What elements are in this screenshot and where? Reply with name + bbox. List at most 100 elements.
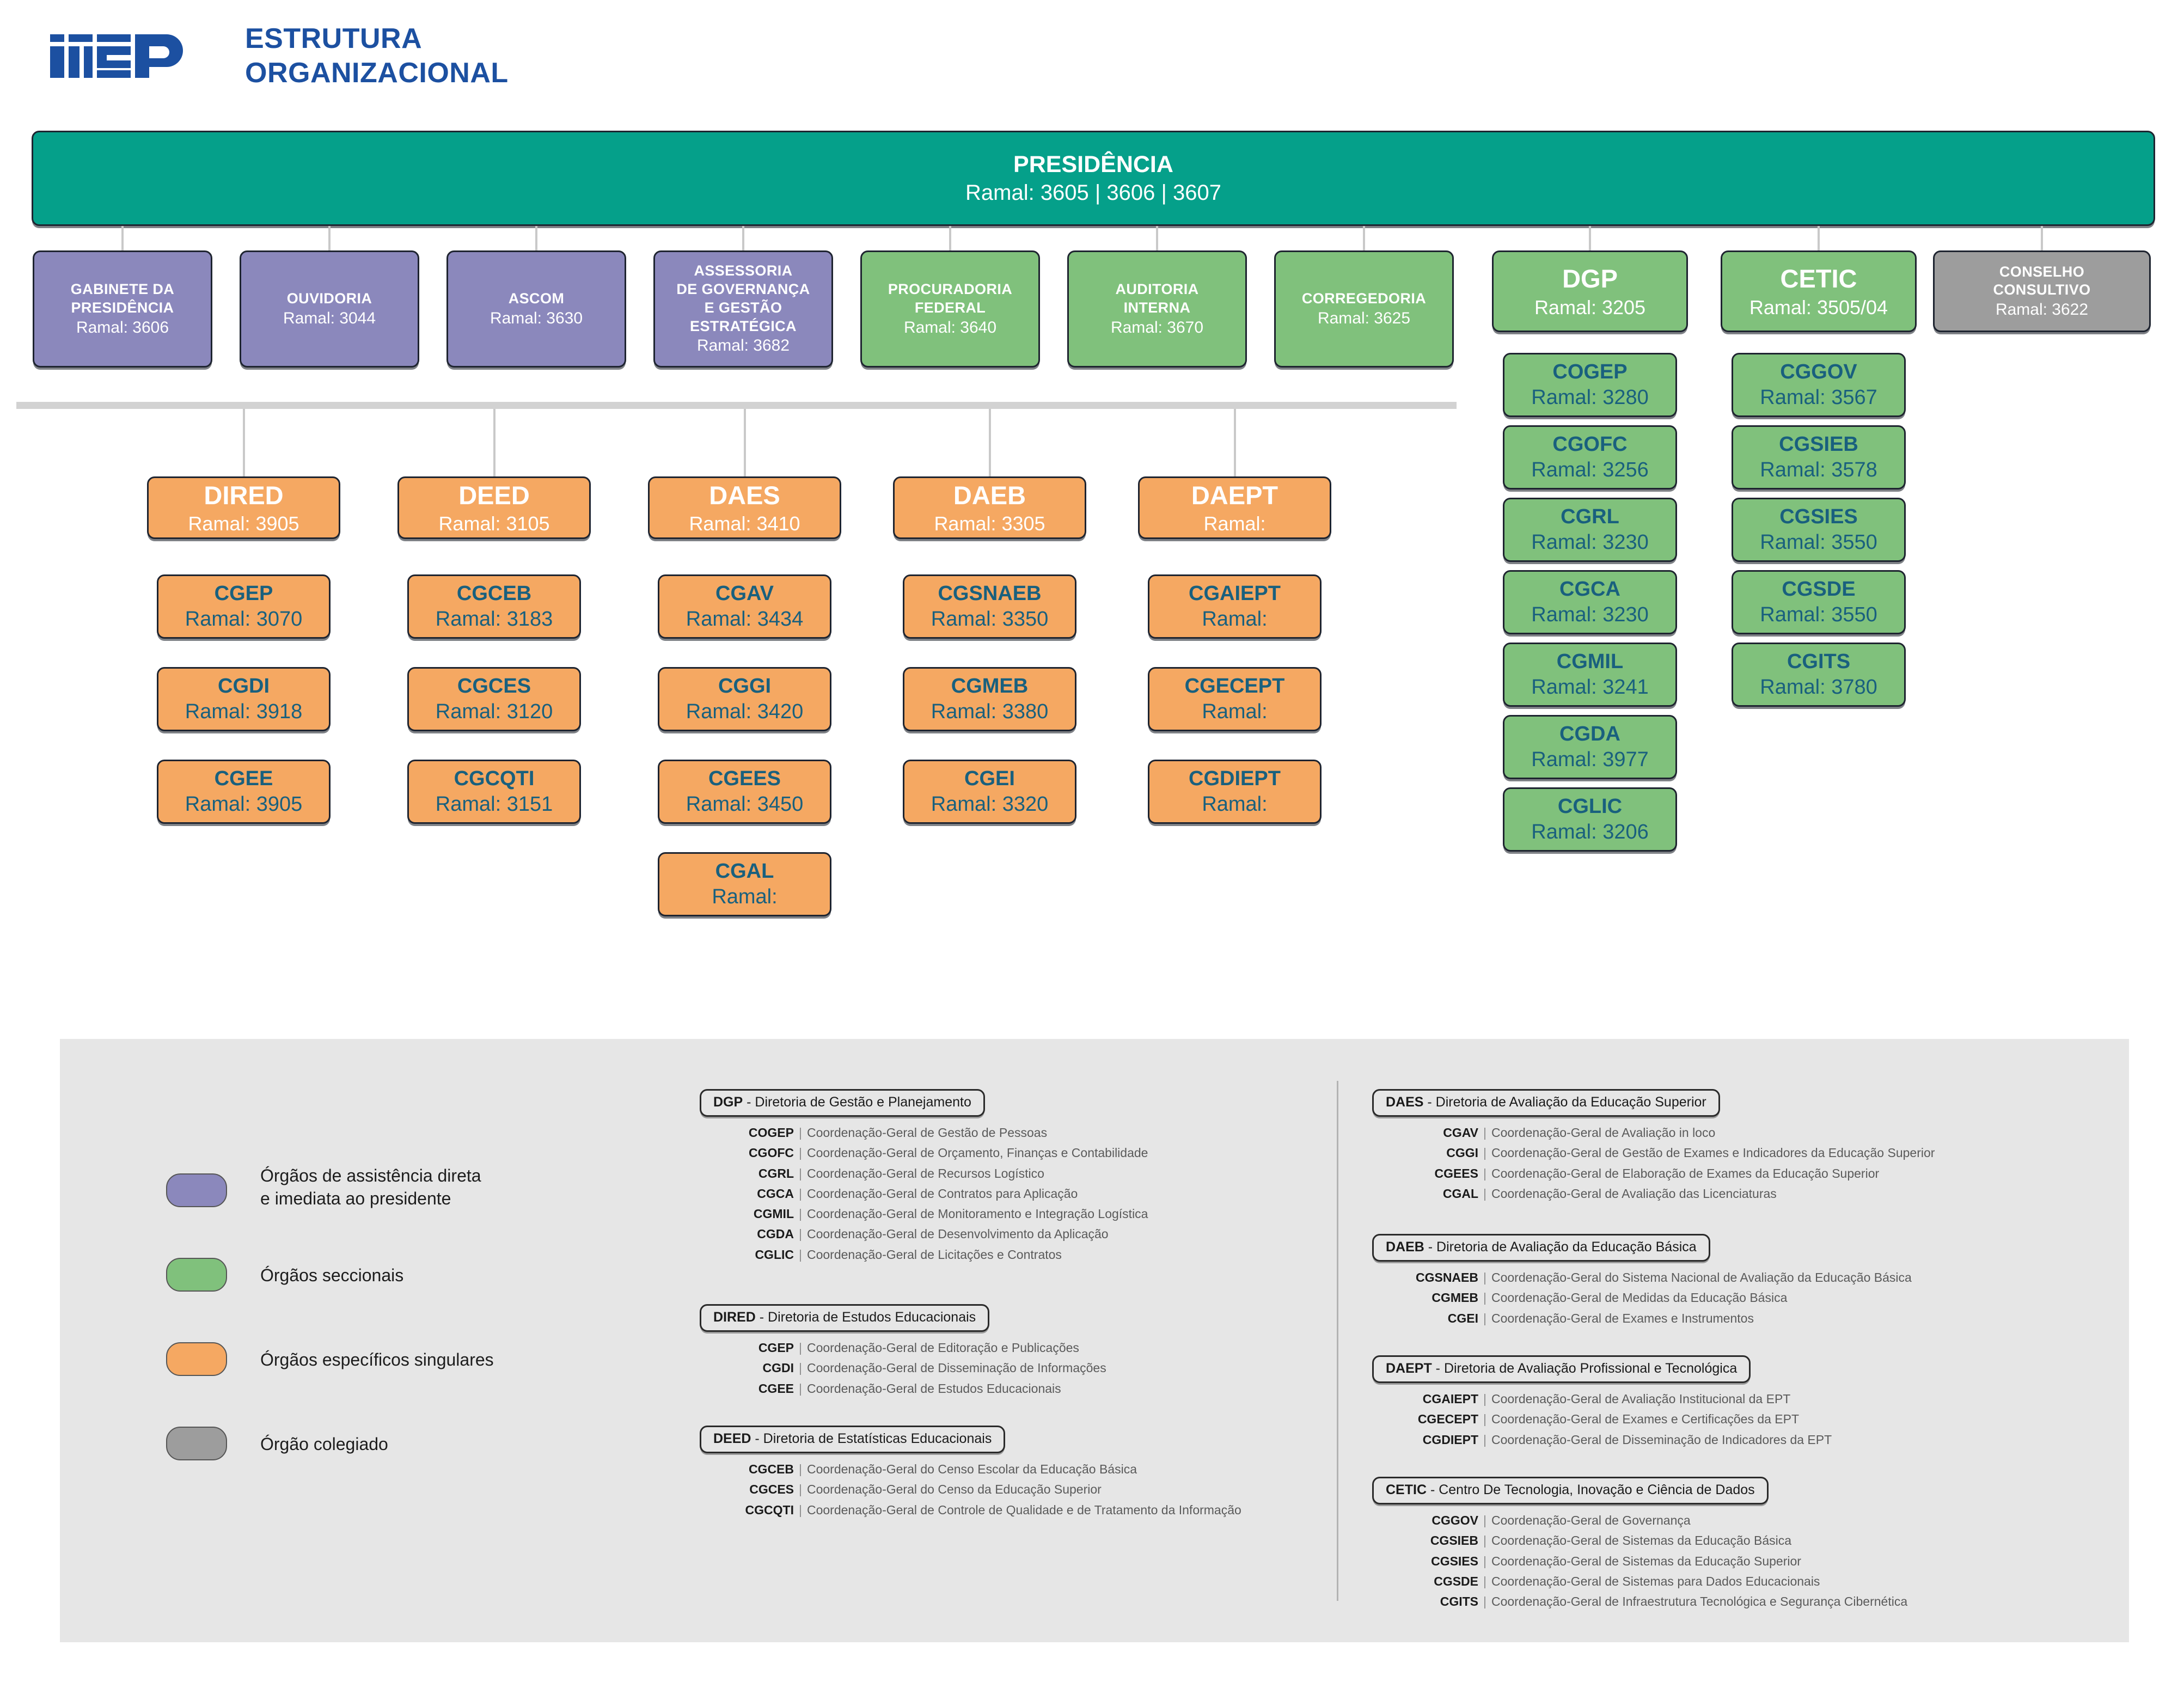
glossary-separator: | xyxy=(799,1247,802,1262)
glossary-item-acronym: CGOFC xyxy=(748,1146,794,1160)
glossary-item-text: Coordenação-Geral do Sistema Nacional de… xyxy=(1491,1270,1912,1285)
glossary-head-daept: DAEPT - Diretoria de Avaliação Profissio… xyxy=(1372,1355,1751,1383)
glossary-item-acronym: CGMEB xyxy=(1431,1290,1478,1305)
glossary-separator: | xyxy=(1483,1146,1486,1160)
node-ramal: Ramal: 3044 xyxy=(283,309,376,327)
glossary-item-text: Coordenação-Geral de Contratos para Apli… xyxy=(806,1186,1078,1201)
glossary-item-text: Coordenação-Geral do Censo Escolar da Ed… xyxy=(806,1462,1137,1476)
glossary-head-deed: DEED - Diretoria de Estatísticas Educaci… xyxy=(700,1426,1006,1453)
node-title: CGAL xyxy=(715,859,774,883)
node-title: CGAV xyxy=(715,582,774,605)
glossary-item: CGDI|Coordenação-Geral de Disseminação d… xyxy=(730,1358,1106,1378)
node-ramal: Ramal: 3434 xyxy=(686,608,804,631)
connector-line xyxy=(121,226,124,250)
legend-panel xyxy=(60,1039,2129,1642)
connector-line xyxy=(743,409,746,476)
connector-line xyxy=(742,226,744,250)
connector-bar xyxy=(16,402,1457,409)
glossary-item-acronym: CGSDE xyxy=(1434,1574,1478,1588)
glossary-list-daeb: CGSNAEB|Coordenação-Geral do Sistema Nac… xyxy=(1402,1268,1912,1329)
node-ramal: Ramal: 3622 xyxy=(1995,301,2089,319)
glossary-item: CGRL|Coordenação-Geral de Recursos Logís… xyxy=(730,1164,1148,1184)
glossary-item: COGEP|Coordenação-Geral de Gestão de Pes… xyxy=(730,1123,1148,1143)
node-title: CGCES xyxy=(457,674,531,698)
glossary-item: CGAL|Coordenação-Geral de Avaliação das … xyxy=(1402,1184,1935,1204)
node-title: CETIC xyxy=(1780,264,1857,293)
node-cgei[interactable]: CGEI Ramal: 3320 xyxy=(903,760,1076,824)
node-title: CGECEPT xyxy=(1184,674,1285,698)
node-title: CGSIEB xyxy=(1779,432,1858,456)
connector-line xyxy=(1818,226,1820,250)
page-title-line1: ESTRUTURA xyxy=(245,23,423,54)
glossary-item-text: Coordenação-Geral de Avaliação Instituci… xyxy=(1491,1392,1791,1406)
node-ramal: Ramal: 3625 xyxy=(1317,309,1411,327)
node-ramal: Ramal: 3578 xyxy=(1760,458,1877,481)
glossary-item-text: Coordenação-Geral de Monitoramento e Int… xyxy=(806,1207,1148,1221)
node-presidencia[interactable]: PRESIDÊNCIA Ramal: 3605 | 3606 | 3607 xyxy=(32,131,2155,226)
connector-line xyxy=(242,409,245,476)
glossary-item: CGSIEB|Coordenação-Geral de Sistemas da … xyxy=(1402,1531,1907,1551)
glossary-item-acronym: CGAV xyxy=(1443,1126,1478,1140)
glossary-item-text: Coordenação-Geral de Infraestrutura Tecn… xyxy=(1491,1594,1908,1608)
node-title: CGEP xyxy=(214,582,273,605)
node-ramal: Ramal: 3567 xyxy=(1760,386,1877,409)
node-ramal: Ramal: xyxy=(1202,793,1268,816)
glossary-item-text: Coordenação-Geral de Orçamento, Finanças… xyxy=(806,1146,1148,1160)
connector-line xyxy=(1233,409,1236,476)
node-title: CGMIL xyxy=(1556,650,1624,673)
node-ramal: Ramal: 3682 xyxy=(696,337,790,355)
node-ramal: Ramal: 3120 xyxy=(435,700,553,723)
glossary-list-dired: CGEP|Coordenação-Geral de Editoração e P… xyxy=(730,1338,1106,1399)
node-ramal: Ramal: 3320 xyxy=(931,793,1049,816)
glossary-separator: | xyxy=(1483,1594,1486,1608)
glossary-item-text: Coordenação-Geral de Desenvolvimento da … xyxy=(806,1227,1109,1241)
node-title: CGEI xyxy=(964,767,1015,790)
glossary-head-daes: DAES - Diretoria de Avaliação da Educaçã… xyxy=(1372,1089,1720,1117)
glossary-item-text: Coordenação-Geral de Estudos Educacionai… xyxy=(806,1381,1061,1396)
node-cgav[interactable]: CGAV Ramal: 3434 xyxy=(658,574,831,639)
